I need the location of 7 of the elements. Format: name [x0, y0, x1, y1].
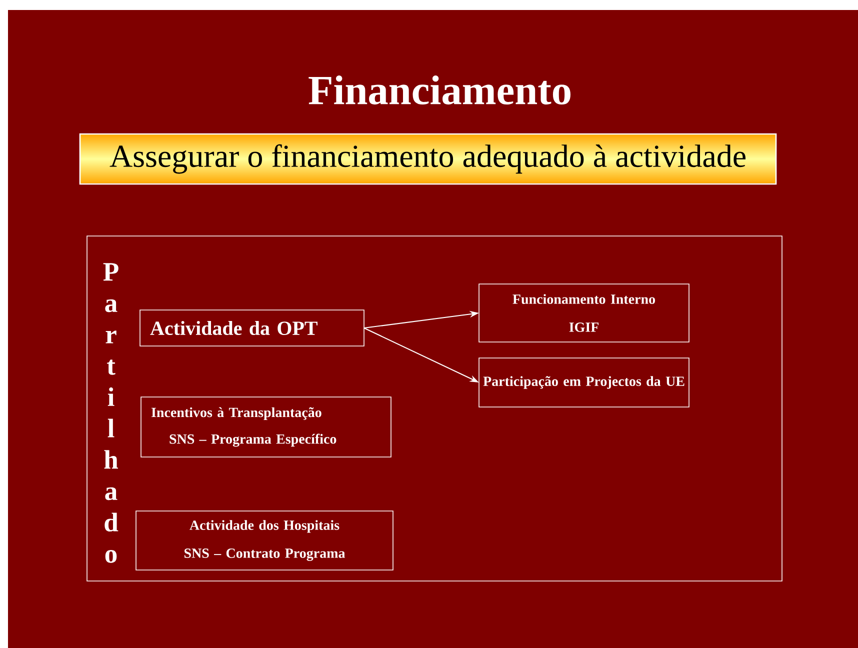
- text-box: Funcionamento Interno IGIF: [478, 284, 690, 342]
- banner: Assegurar o financiamento adequado à actividade: [79, 133, 777, 185]
- text-box: Actividade da OPT: [140, 310, 364, 346]
- text-box: Participação em Projectos da UE: [478, 358, 690, 408]
- text-box: Actividade dos Hospitais SNS – Contrato Programa: [136, 510, 394, 570]
- title: Financiamento: [308, 75, 570, 105]
- text-box: Incentivos à Transplantação SNS – Programa Específico: [140, 396, 392, 458]
